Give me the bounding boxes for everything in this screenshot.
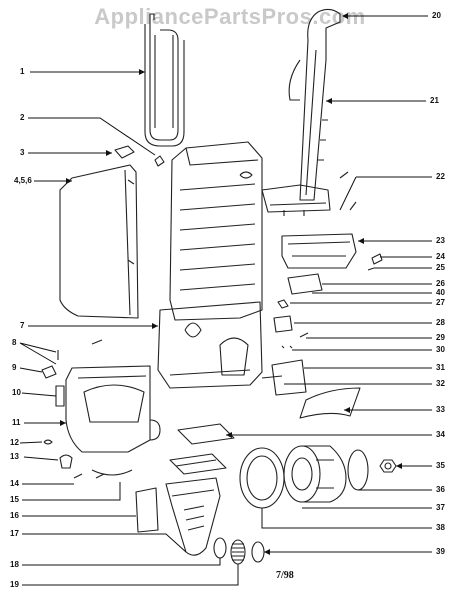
callout-11: 11 — [12, 418, 21, 427]
callout-31: 31 — [436, 363, 445, 372]
callout-18: 18 — [10, 560, 19, 569]
callout-32: 32 — [436, 379, 445, 388]
callout-17: 17 — [10, 529, 19, 538]
callout-21: 21 — [430, 96, 439, 105]
part-knob-12 — [43, 439, 53, 445]
callout-40: 40 — [436, 288, 445, 297]
date-code: 7/98 — [276, 570, 294, 581]
part-filter-cover — [281, 233, 357, 269]
part-bracket-15 — [91, 469, 133, 476]
callout-15: 15 — [10, 495, 19, 504]
callout-13: 13 — [10, 452, 19, 461]
part-plate-16 — [135, 487, 159, 533]
callout-22: 22 — [436, 172, 445, 181]
part-clip-3 — [114, 145, 135, 159]
part-cord-coil — [144, 13, 185, 147]
part-clip-2 — [154, 155, 165, 167]
callout-26: 26 — [436, 279, 445, 288]
part-nut-35 — [379, 459, 397, 473]
part-screws-8 — [57, 339, 103, 360]
part-motor-37 — [283, 445, 347, 503]
part-screws-14 — [73, 473, 105, 479]
callout-1: 1 — [20, 67, 25, 76]
leader-lines — [19, 15, 432, 586]
callout-4-5-6: 4,5,6 — [14, 176, 32, 185]
part-latch-9 — [41, 365, 57, 379]
part-knob-13 — [59, 454, 73, 469]
callout-2: 2 — [20, 113, 25, 122]
part-handle — [288, 8, 341, 201]
part-strip-32 — [261, 375, 283, 379]
part-main-housing — [157, 141, 263, 389]
part-ring-39 — [251, 541, 265, 563]
part-fan-36 — [347, 449, 369, 491]
callout-39: 39 — [436, 547, 445, 556]
part-ring-18 — [213, 537, 227, 559]
callout-23: 23 — [436, 236, 445, 245]
callout-37: 37 — [436, 503, 445, 512]
part-bag-door — [59, 164, 139, 319]
callout-30: 30 — [436, 345, 445, 354]
callout-33: 33 — [436, 405, 445, 414]
callout-27: 27 — [436, 298, 445, 307]
part-small-hardware — [273, 253, 383, 349]
part-nozzle-17 — [165, 477, 221, 556]
callout-20: 20 — [432, 11, 441, 20]
callout-14: 14 — [10, 479, 19, 488]
callout-24: 24 — [436, 252, 445, 261]
callout-34: 34 — [436, 430, 445, 439]
callout-28: 28 — [436, 318, 445, 327]
callout-36: 36 — [436, 485, 445, 494]
callout-38: 38 — [436, 523, 445, 532]
callout-29: 29 — [436, 333, 445, 342]
callout-35: 35 — [436, 461, 445, 470]
watermark: AppliancePartsPros.com — [94, 4, 366, 29]
part-handle-base — [261, 171, 357, 216]
callout-10: 10 — [12, 388, 21, 397]
callout-9: 9 — [12, 363, 17, 372]
callout-25: 25 — [436, 263, 445, 272]
callout-3: 3 — [20, 148, 25, 157]
callout-12: 12 — [10, 438, 19, 447]
part-square-filters — [169, 423, 235, 475]
leader-arrowheads — [60, 13, 402, 555]
part-panel-31 — [271, 359, 307, 396]
part-front-panel — [55, 365, 161, 453]
callout-7: 7 — [20, 321, 25, 330]
callout-19: 19 — [10, 580, 19, 589]
callout-16: 16 — [10, 511, 19, 520]
part-filter-33 — [299, 387, 361, 419]
callout-8: 8 — [12, 338, 17, 347]
